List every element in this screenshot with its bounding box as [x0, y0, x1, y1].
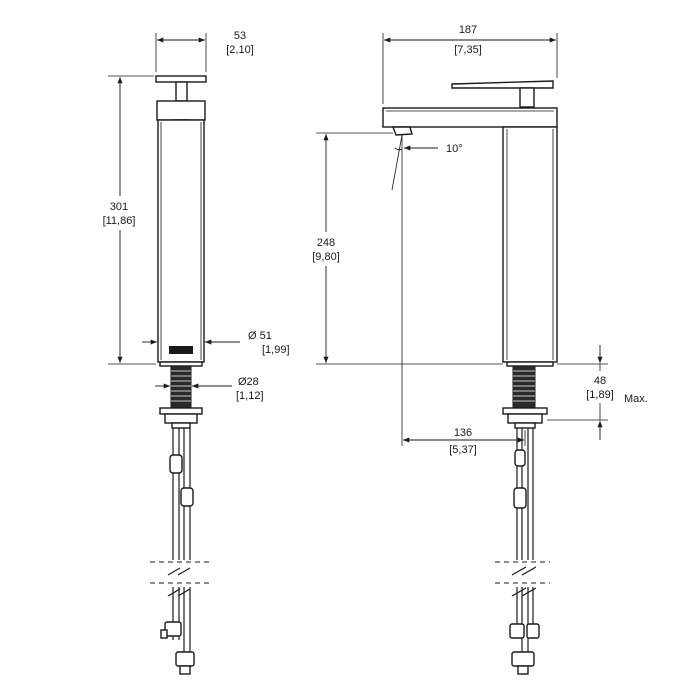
side-nut-collar — [171, 422, 191, 429]
front-spout-height-in: [9,80] — [312, 251, 340, 263]
side-mounting-nut — [164, 413, 198, 424]
front-view: 187 [7,35] 10° 248 [9,80] 136 [5 — [307, 24, 648, 675]
side-body-diameter-mm: Ø 51 — [248, 330, 272, 342]
side-logo-badge — [169, 346, 193, 354]
front-depth-in: [7,35] — [454, 44, 482, 56]
front-depth-dimension: 187 [7,35] — [382, 24, 558, 104]
front-mounting-nut — [507, 413, 543, 424]
front-supply-hoses — [509, 428, 540, 675]
side-view: 53 [2,10] 301 [11,86] Ø 51 [1,99] Ø28 [1… — [101, 30, 290, 675]
front-base — [506, 361, 554, 367]
side-height-in: [11,86] — [103, 215, 136, 227]
front-spout-height-dimension: 248 [9,80] — [307, 132, 608, 365]
front-main-body — [502, 126, 558, 363]
side-body-diameter-dimension: Ø 51 [1,99] — [142, 330, 290, 356]
side-width-dimension: 53 [2,10] — [155, 30, 254, 72]
front-spout-height-mm: 248 — [317, 237, 335, 249]
side-handle-plate — [155, 75, 207, 83]
side-height-mm: 301 — [110, 201, 128, 213]
side-shank-threads — [171, 370, 191, 402]
front-reach-in: [5,37] — [449, 444, 477, 456]
front-max-deck-mm: 48 — [594, 375, 606, 387]
front-max-deck-dimension: 48 [1,89] Max. — [547, 345, 648, 440]
front-reach-mm: 136 — [454, 427, 472, 439]
side-mounting-washer — [159, 407, 203, 415]
front-aerator — [391, 126, 413, 136]
front-reach-dimension: 136 [5,37] — [401, 180, 526, 456]
side-base — [159, 361, 203, 367]
front-angle-label: 10° — [446, 143, 463, 155]
front-nut-collar — [514, 422, 536, 429]
side-handle-stem — [175, 81, 188, 102]
front-depth-mm: 187 — [459, 24, 477, 36]
front-max-label: Max. — [624, 393, 648, 405]
front-shank-threads — [513, 370, 535, 402]
side-supply-hoses — [160, 428, 195, 675]
front-max-deck-in: [1,89] — [586, 389, 614, 401]
side-shank-diameter-dimension: Ø28 [1,12] — [155, 376, 264, 402]
side-body-cap — [156, 100, 206, 121]
side-width-in: [2,10] — [226, 44, 254, 56]
side-height-dimension: 301 [11,86] — [101, 75, 156, 365]
front-angle-dimension: 10° — [391, 134, 463, 191]
front-handle-stem — [519, 87, 535, 108]
front-handle-lever — [451, 80, 554, 89]
side-main-body — [157, 119, 205, 363]
front-mounting-washer — [502, 407, 548, 415]
side-threaded-shank — [170, 365, 192, 409]
side-width-mm: 53 — [234, 30, 246, 42]
front-spout-arm — [382, 107, 558, 128]
side-shank-diameter-in: [1,12] — [236, 390, 264, 402]
front-threaded-shank — [512, 365, 536, 409]
side-body-diameter-in: [1,99] — [262, 344, 290, 356]
side-shank-diameter-mm: Ø28 — [238, 376, 259, 388]
